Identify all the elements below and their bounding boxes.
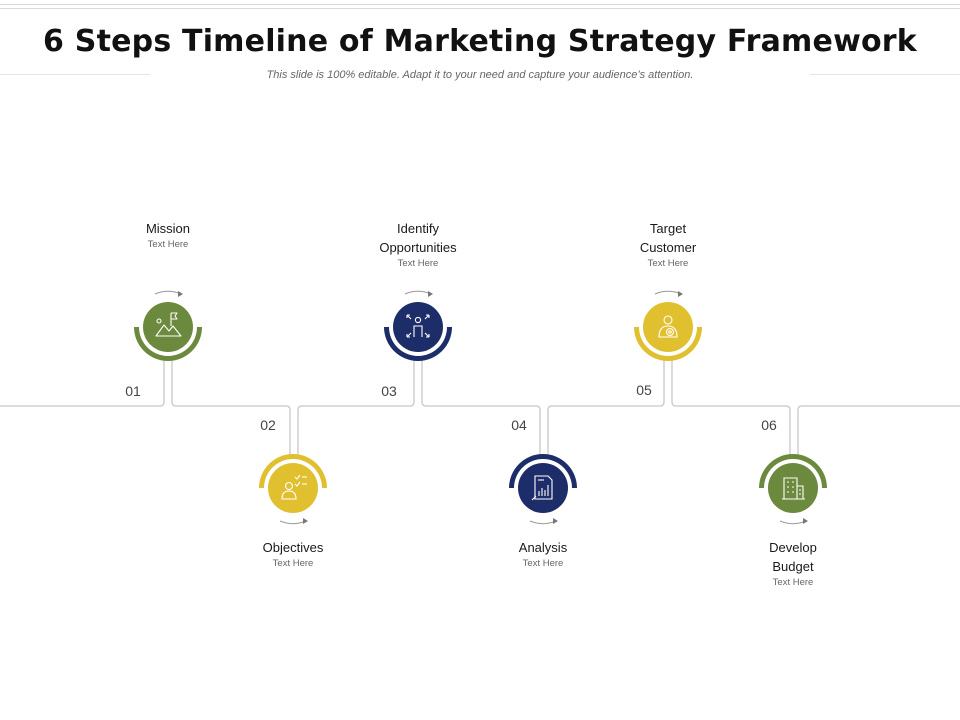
step-04-text: Text Here xyxy=(522,558,564,569)
mountain-flag-icon xyxy=(155,312,182,337)
step-02-node xyxy=(259,454,327,525)
step-03-text: Text Here xyxy=(397,258,439,269)
page-subtitle: This slide is 100% editable. Adapt it to… xyxy=(266,69,694,81)
step-01-number: 01 xyxy=(125,383,141,399)
step-03-number: 03 xyxy=(381,383,397,399)
step-06-title: Develop Budget xyxy=(769,540,817,574)
right-rule xyxy=(810,74,960,75)
step-05-label: Target Customer Text Here xyxy=(593,219,743,269)
left-rule xyxy=(0,74,150,75)
timeline-connector xyxy=(0,360,960,455)
step-05-node xyxy=(634,290,702,361)
step-01-text: Text Here xyxy=(147,239,189,250)
step-04-title: Analysis xyxy=(518,540,568,555)
step-06-text: Text Here xyxy=(772,577,814,588)
step-05-title: Target Customer xyxy=(639,221,697,255)
step-06-number: 06 xyxy=(761,417,777,433)
step-02-text: Text Here xyxy=(272,558,314,569)
step-02-title: Objectives xyxy=(262,540,324,555)
step-04-node xyxy=(509,454,577,525)
person-checklist-icon xyxy=(281,474,307,500)
person-arrows-icon xyxy=(406,314,430,338)
step-05-text: Text Here xyxy=(647,258,689,269)
step-04-number: 04 xyxy=(511,417,527,433)
step-03-label: Identify Opportunities Text Here xyxy=(343,219,493,269)
step-05-number: 05 xyxy=(636,382,652,398)
step-06-label: Develop Budget Text Here xyxy=(718,538,868,588)
step-02-label: Objectives Text Here xyxy=(218,538,368,569)
chart-document-icon xyxy=(531,475,553,501)
top-rule-2 xyxy=(0,8,960,9)
person-target-icon xyxy=(658,315,678,338)
step-04-label: Analysis Text Here xyxy=(468,538,618,569)
step-01-label: Mission Text Here xyxy=(93,219,243,250)
building-money-icon xyxy=(782,477,805,500)
step-03-node xyxy=(384,290,452,361)
top-rule-1 xyxy=(0,4,960,5)
step-02-number: 02 xyxy=(260,417,276,433)
step-06-node xyxy=(759,454,827,525)
page-title: 6 Steps Timeline of Marketing Strategy F… xyxy=(43,24,917,59)
step-01-title: Mission xyxy=(145,221,191,236)
step-03-title: Identify Opportunities xyxy=(379,221,457,255)
step-01-node xyxy=(134,290,202,361)
